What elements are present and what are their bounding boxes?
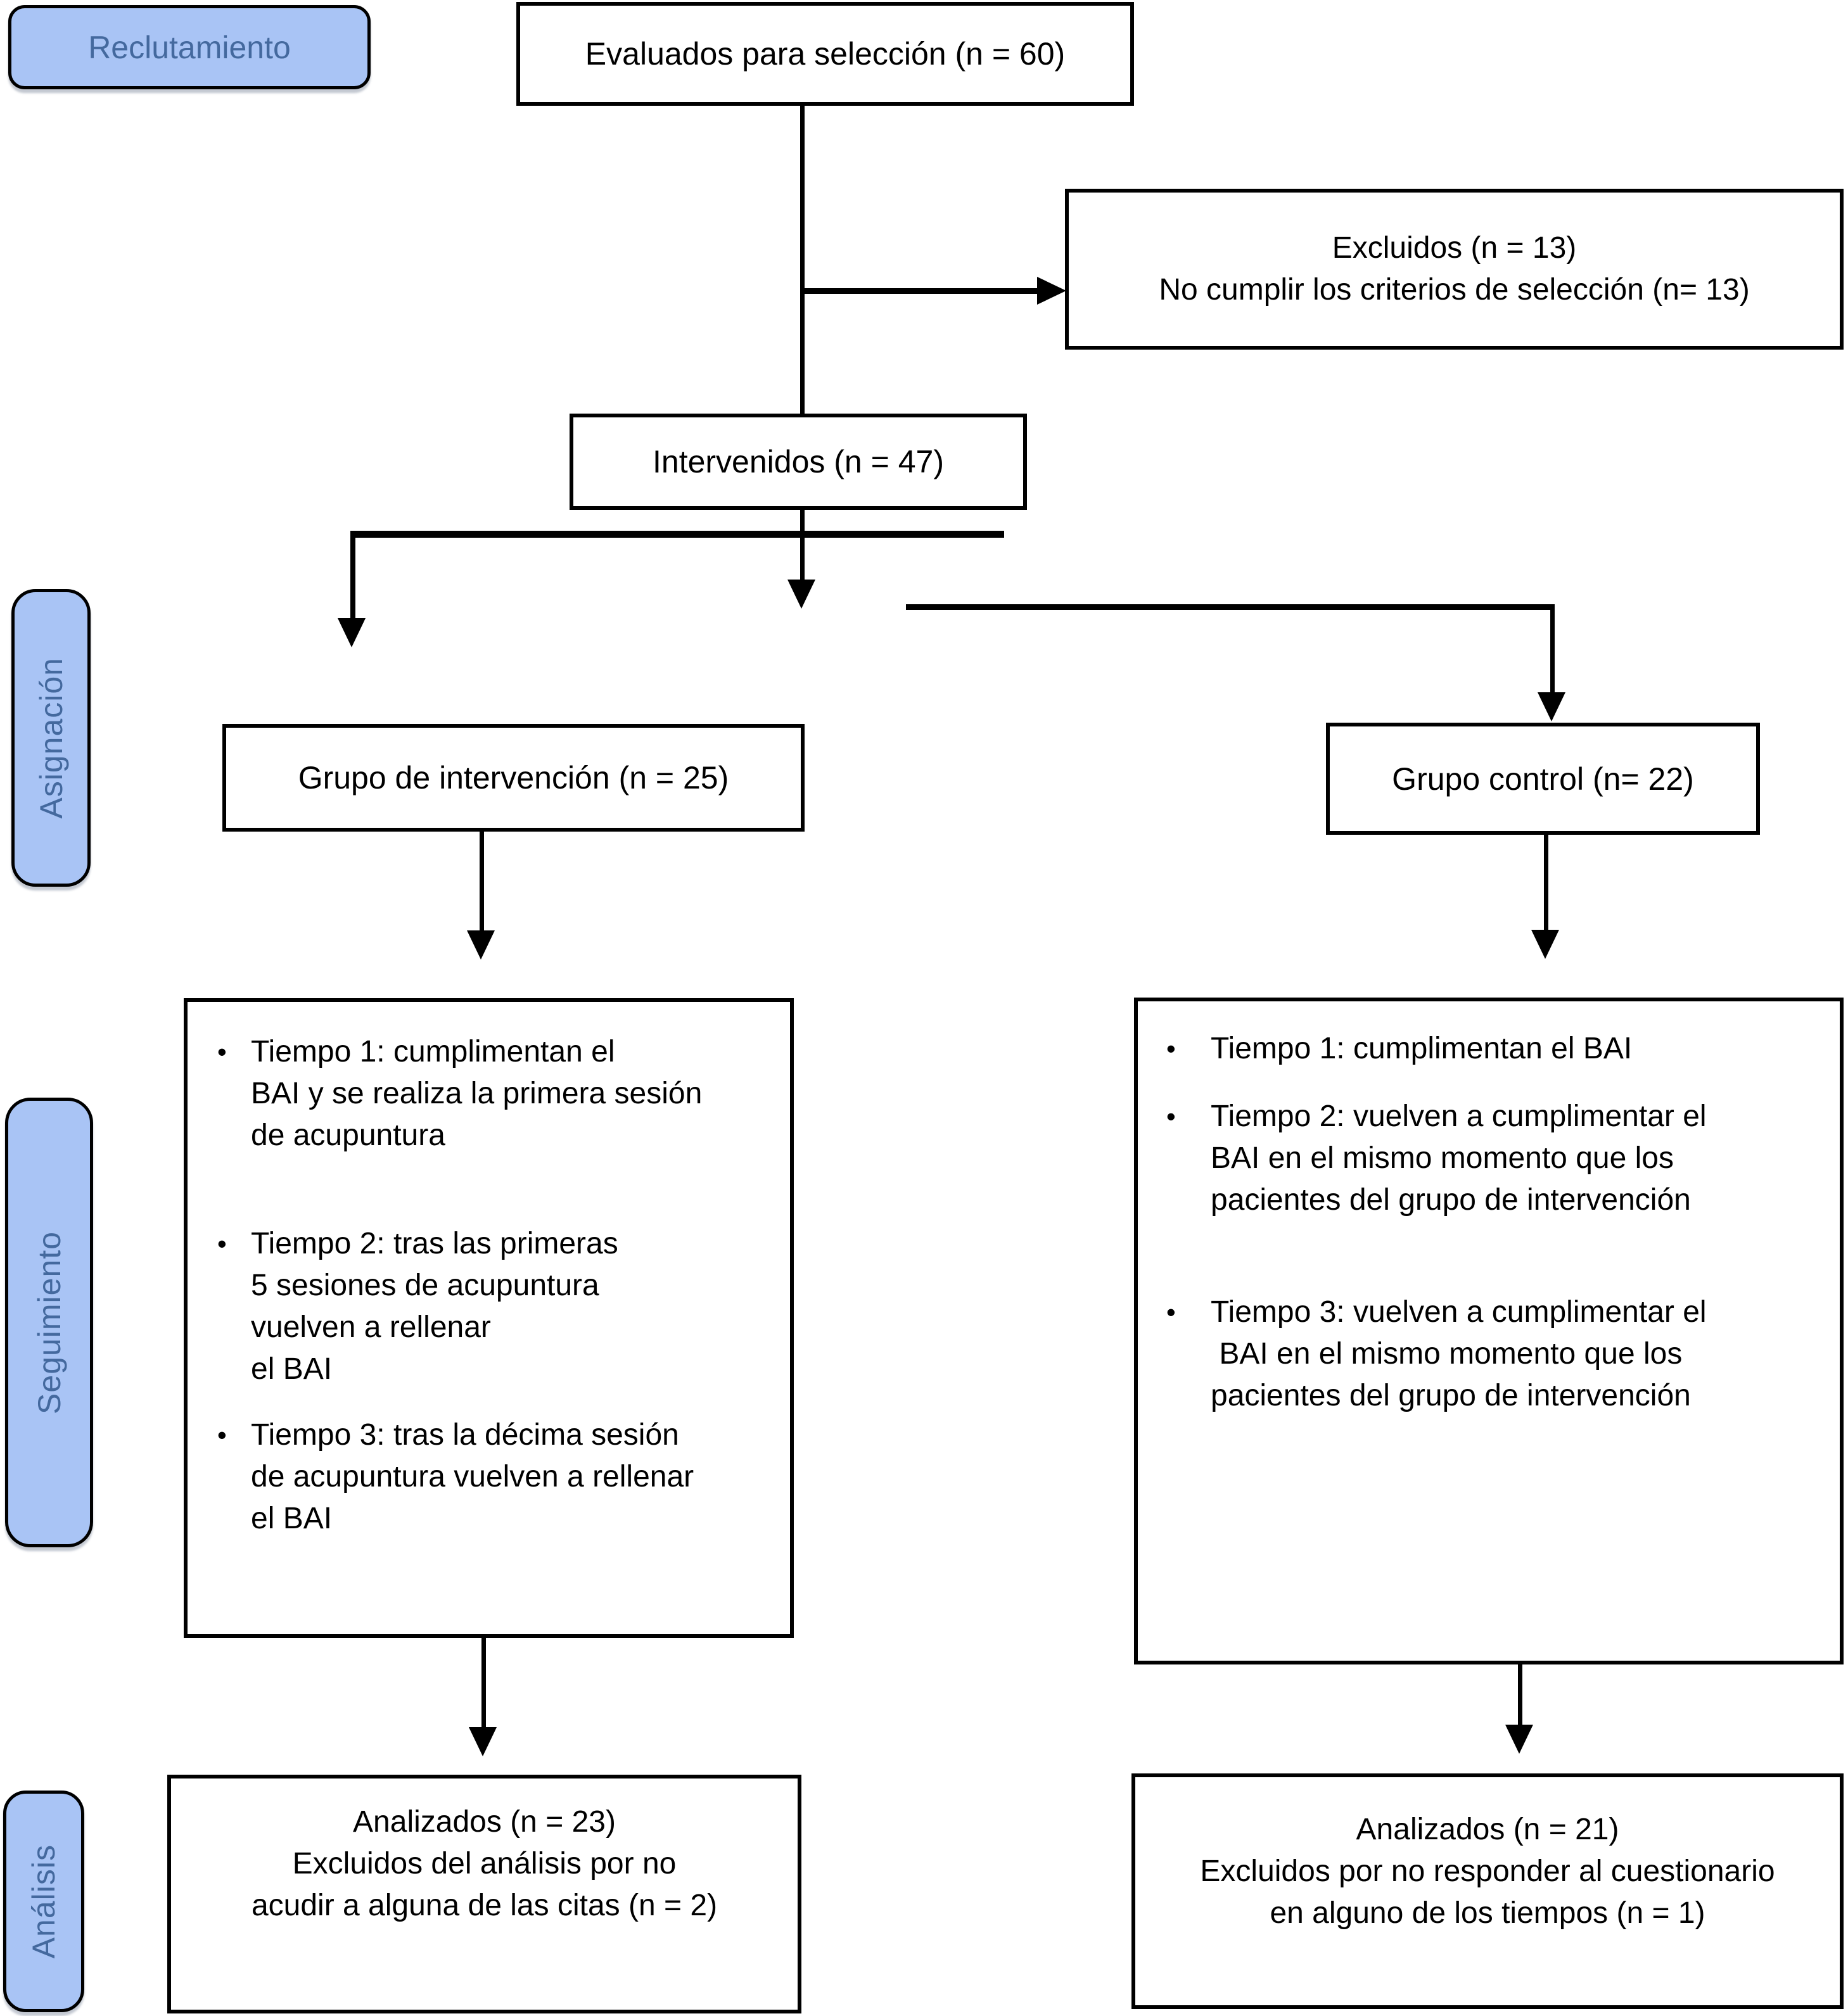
bullet-text: Tiempo 1: cumplimentan el BAI	[1211, 1032, 1633, 1065]
bullet-icon: •	[1166, 1034, 1176, 1063]
stage-label-analysis: Análisis	[3, 1791, 84, 2012]
stage-label-text: Reclutamiento	[88, 29, 291, 65]
branch-line-right	[906, 604, 1555, 610]
arrow-to-group-control-line	[1550, 604, 1555, 694]
arrow-intervention-to-followup-line	[480, 832, 484, 931]
box-analyzed-control-text: Analizados (n = 21) Excluidos por no res…	[1200, 1813, 1775, 1930]
box-analyzed-intervention: Analizados (n = 23) Excluidos del anális…	[167, 1775, 801, 2013]
box-assessed-text: Evaluados para selección (n = 60)	[585, 36, 1066, 72]
bullet-icon: •	[1166, 1297, 1176, 1327]
box-intervened-text: Intervenidos (n = 47)	[653, 444, 944, 479]
bullet-icon: •	[217, 1420, 227, 1450]
bullet-text: Tiempo 3: tras la décima sesión de acupu…	[251, 1418, 694, 1535]
bullet-item: • Tiempo 3: tras la décima sesión de acu…	[217, 1414, 777, 1540]
stage-label-followup: Seguimiento	[5, 1098, 93, 1547]
arrow-followup-to-analyzed-intervention-arrowhead	[469, 1727, 497, 1756]
bullet-item: • Tiempo 2: tras las primeras 5 sesiones…	[217, 1223, 777, 1390]
line-assessed-down	[800, 106, 805, 416]
arrow-intervention-to-followup-arrowhead	[467, 930, 495, 960]
box-group-intervention: Grupo de intervención (n = 25)	[222, 724, 805, 832]
stage-label-text: Seguimiento	[31, 1231, 67, 1414]
bullet-item: • Tiempo 2: vuelven a cumplimentar el BA…	[1166, 1096, 1827, 1221]
arrow-to-excluded-line	[803, 288, 1038, 294]
bullet-icon: •	[217, 1037, 227, 1067]
arrow-followup-to-analyzed-intervention-line	[481, 1638, 486, 1728]
box-excluded: Excluidos (n = 13) No cumplir los criter…	[1065, 189, 1844, 350]
arrow-followup-to-analyzed-control-line	[1518, 1664, 1522, 1726]
bullet-icon: •	[1166, 1101, 1176, 1131]
branch-line-left	[350, 531, 1004, 538]
stage-label-text: Análisis	[26, 1844, 61, 1959]
box-followup-control: • Tiempo 1: cumplimentan el BAI • Tiempo…	[1134, 998, 1844, 1664]
bullet-item: • Tiempo 1: cumplimentan el BAI y se rea…	[217, 1031, 777, 1157]
arrow-down-center-line	[800, 510, 805, 581]
arrow-to-group-intervention-arrowhead	[338, 618, 366, 647]
box-group-control: Grupo control (n= 22)	[1326, 723, 1760, 835]
box-analyzed-intervention-text: Analizados (n = 23) Excluidos del anális…	[251, 1805, 718, 1922]
arrow-down-center-arrowhead	[787, 580, 815, 609]
box-group-control-text: Grupo control (n= 22)	[1392, 761, 1694, 797]
stage-label-text: Asignación	[33, 657, 69, 819]
arrow-to-excluded-arrowhead	[1037, 277, 1066, 305]
bullet-text: Tiempo 1: cumplimentan el BAI y se reali…	[251, 1035, 703, 1152]
box-assessed: Evaluados para selección (n = 60)	[516, 2, 1134, 106]
bullet-text: Tiempo 2: vuelven a cumplimentar el BAI …	[1211, 1100, 1707, 1217]
box-intervened: Intervenidos (n = 47)	[570, 414, 1027, 510]
bullet-item: • Tiempo 1: cumplimentan el BAI	[1166, 1028, 1827, 1070]
box-analyzed-control: Analizados (n = 21) Excluidos por no res…	[1131, 1773, 1844, 2009]
bullet-item: • Tiempo 3: vuelven a cumplimentar el BA…	[1166, 1291, 1827, 1417]
arrow-control-to-followup-line	[1544, 835, 1548, 930]
box-followup-intervention: • Tiempo 1: cumplimentan el BAI y se rea…	[184, 998, 794, 1638]
box-group-intervention-text: Grupo de intervención (n = 25)	[298, 760, 729, 796]
stage-label-assignment: Asignación	[11, 589, 91, 887]
arrow-followup-to-analyzed-control-arrowhead	[1505, 1725, 1533, 1754]
arrow-to-group-control-arrowhead	[1538, 692, 1565, 721]
bullet-text: Tiempo 3: vuelven a cumplimentar el BAI …	[1211, 1295, 1707, 1412]
bullet-text: Tiempo 2: tras las primeras 5 sesiones d…	[251, 1227, 618, 1386]
arrow-control-to-followup-arrowhead	[1531, 930, 1559, 959]
arrow-to-group-intervention-line	[350, 531, 355, 618]
box-excluded-text: Excluidos (n = 13) No cumplir los criter…	[1159, 231, 1750, 307]
stage-label-recruitment: Reclutamiento	[8, 5, 371, 89]
bullet-icon: •	[217, 1229, 227, 1258]
